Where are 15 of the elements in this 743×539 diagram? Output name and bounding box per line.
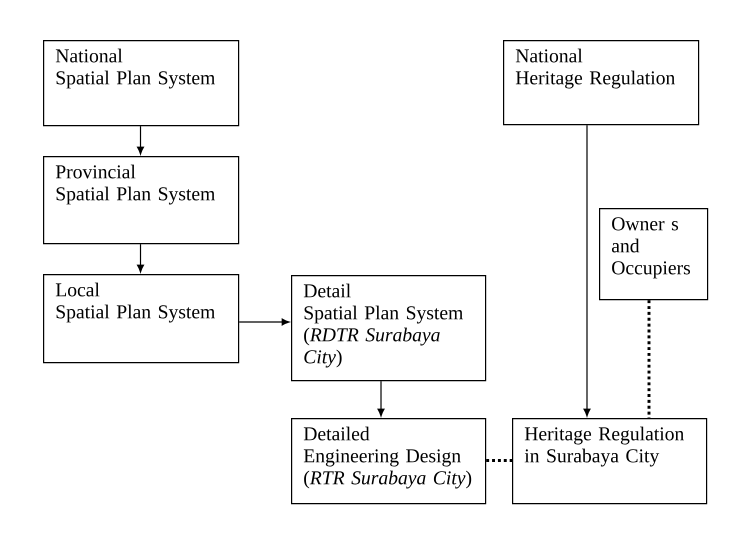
dotted-line [486, 459, 512, 462]
process-box: National Heritage Regulation [503, 40, 700, 126]
arrow [137, 126, 144, 154]
arrow [137, 244, 144, 272]
process-box: Provincial Spatial Plan System [43, 156, 240, 244]
process-box: Local Spatial Plan System [43, 274, 240, 364]
arrow [378, 381, 384, 416]
process-box: National Spatial Plan System [43, 40, 240, 126]
dotted-line [648, 300, 650, 418]
process-box: Heritage Regulation in Surabaya City [512, 418, 708, 504]
process-box: Detail Spatial Plan System (RDTR Surabaya City) [291, 275, 486, 382]
process-box: Owner s and Occupiers [599, 208, 708, 300]
arrow [584, 125, 590, 416]
process-box: Detailed Engineering Design (RTR Surabaya City) [291, 418, 486, 504]
arrow [239, 318, 290, 326]
